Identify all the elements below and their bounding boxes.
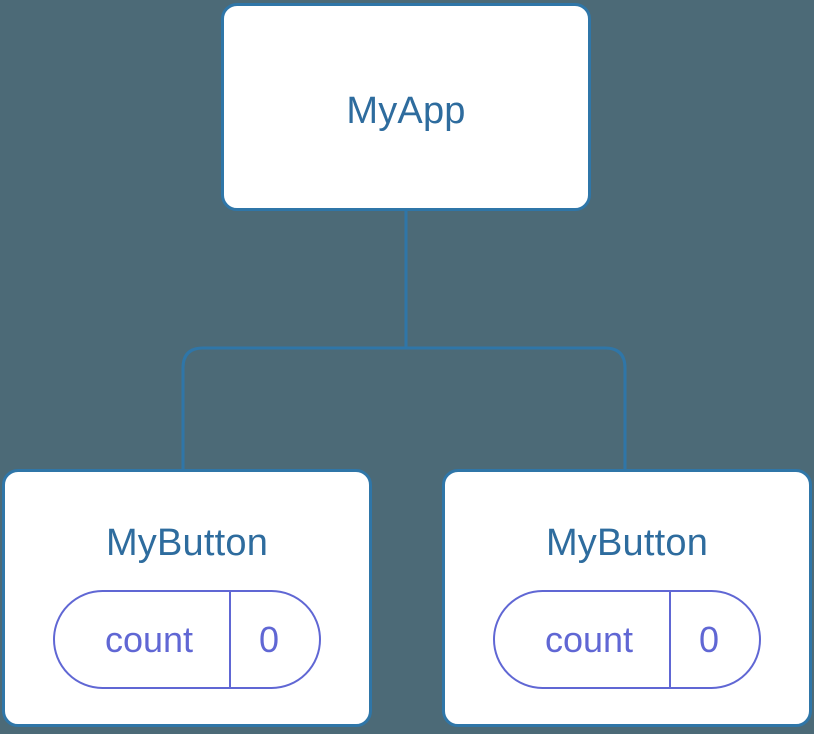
state-key-left: count	[104, 618, 194, 660]
state-key-right: count	[544, 618, 634, 660]
state-capsule-left[interactable]: count 0	[53, 590, 321, 689]
root-node-title: MyApp	[346, 90, 466, 132]
child-node-left[interactable]: MyButton count 0	[2, 469, 372, 727]
root-node[interactable]: MyApp	[221, 3, 591, 211]
edge-root-to-right	[406, 346, 627, 472]
state-divider-left	[229, 592, 231, 687]
edge-root-to-left	[181, 346, 406, 472]
child-node-right-title: MyButton	[545, 522, 709, 564]
child-node-left-title: MyButton	[105, 522, 269, 564]
child-node-right[interactable]: MyButton count 0	[442, 469, 812, 727]
state-capsule-right[interactable]: count 0	[493, 590, 761, 689]
state-value-right: 0	[698, 618, 720, 660]
state-value-left: 0	[258, 618, 280, 660]
state-divider-right	[669, 592, 671, 687]
